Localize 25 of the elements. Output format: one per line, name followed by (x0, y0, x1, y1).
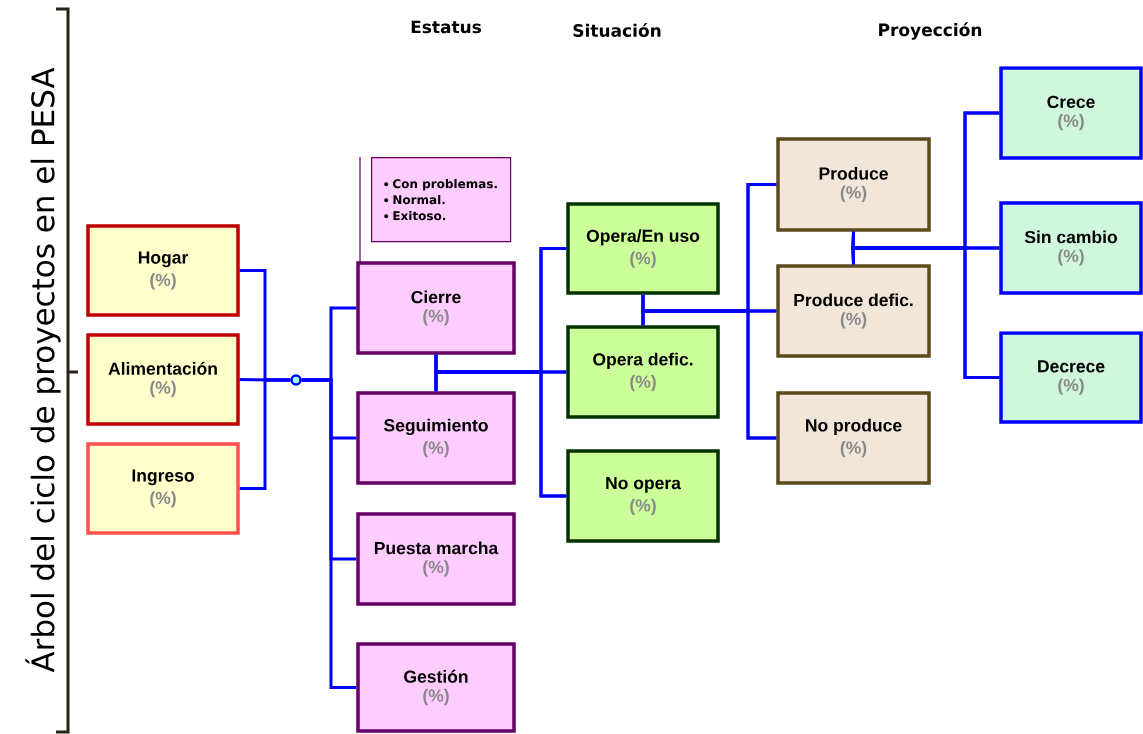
title: Árbol del ciclo de proyectos en el PESA (25, 67, 61, 673)
category-box: Seguimiento (%) (356, 391, 516, 485)
column-heading: Estatus (411, 20, 482, 34)
column-heading: Situación (573, 23, 661, 37)
connector-line (239, 378, 291, 382)
connector-line (301, 378, 357, 689)
category-box: Produce (%) (776, 137, 931, 232)
category-box: Decrece (%) (999, 331, 1143, 424)
category-box: Puesta marcha (%) (356, 512, 516, 606)
category-box: Cierre (%) (356, 261, 516, 355)
category-box: Opera/En uso (%) (566, 202, 720, 295)
category-box: Ingreso (%) (86, 442, 240, 535)
leader-line (359, 156, 361, 264)
category-box: Alimentación (%) (86, 333, 240, 426)
category-box: Produce defic. (%) (776, 264, 931, 358)
category-box: Crece (%) (999, 66, 1143, 160)
category-box: No produce (%) (776, 391, 931, 485)
category-box: Gestión (%) (356, 642, 516, 733)
connector-line (239, 378, 291, 490)
category-box: Sin cambio (%) (999, 201, 1143, 295)
category-box: Opera defic. (%) (566, 325, 720, 419)
column-heading: Proyección (879, 22, 982, 40)
category-box: Hogar (%) (86, 224, 240, 317)
category-box: No opera (%) (566, 449, 720, 543)
note-box: Con problemas. Normal. Exitoso. (371, 157, 512, 243)
